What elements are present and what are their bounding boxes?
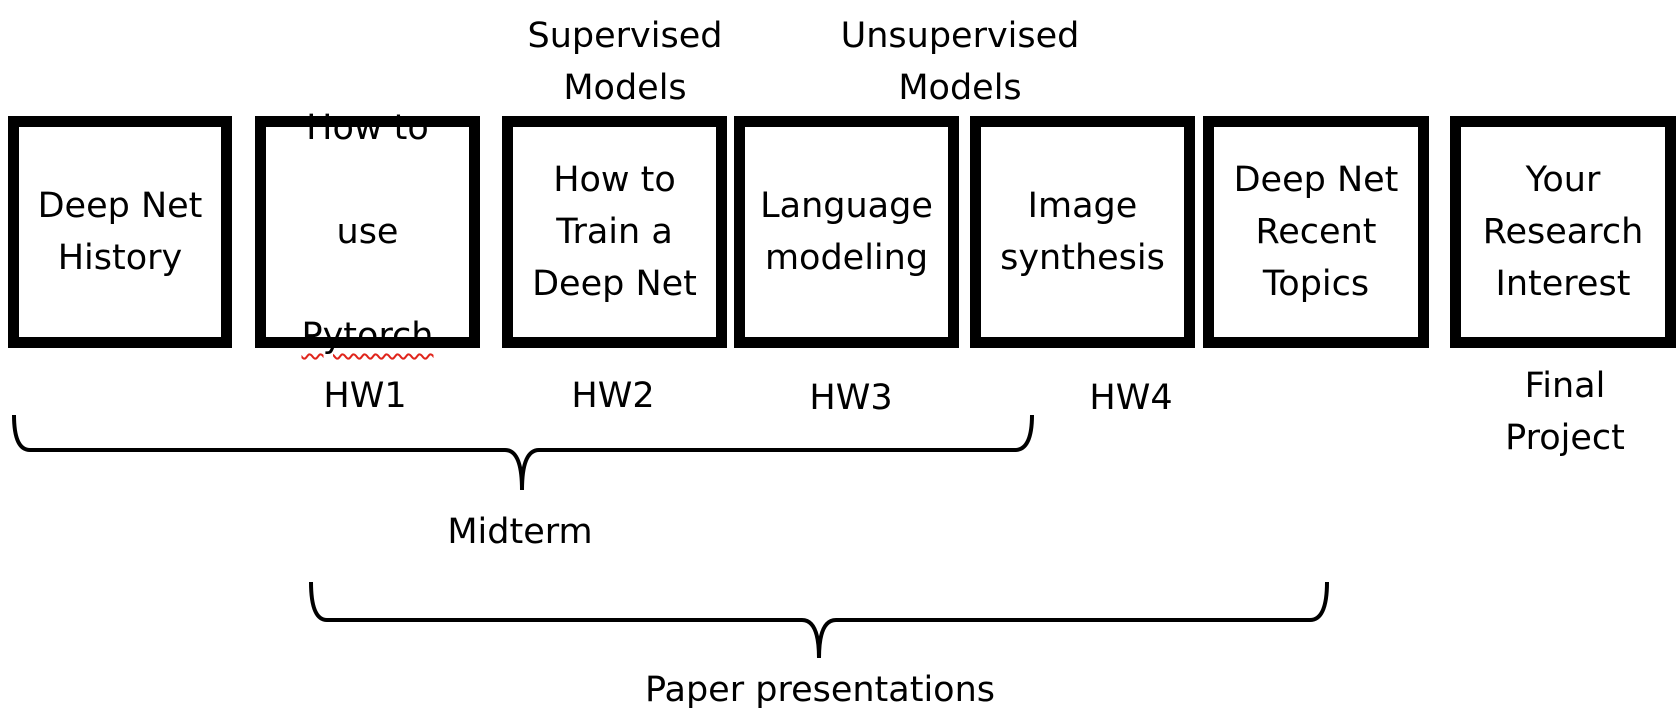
box-how-to-use-pytorch: How to use Pytorch (255, 108, 480, 356)
final-project-label: Final Project (1505, 366, 1625, 458)
box-image-synthesis-text: Image synthesis (1000, 186, 1165, 278)
box-language-modeling: Language modeling (734, 116, 959, 348)
hw1-label: HW1 (323, 376, 407, 416)
box-pytorch-line-1: How to (306, 108, 429, 148)
box-how-to-use-pytorch-text: How to use Pytorch (301, 50, 433, 414)
box-how-to-train-deep-net: How to Train a Deep Net (502, 116, 727, 348)
box-how-to-train-deep-net-text: How to Train a Deep Net (532, 160, 697, 304)
box-pytorch-line-2: use (336, 212, 399, 252)
hw3-label: HW3 (809, 378, 893, 418)
box-deep-net-history-text: Deep Net History (37, 186, 203, 278)
paper-presentations-label: Paper presentations (644, 670, 996, 710)
midterm-label: Midterm (447, 512, 593, 552)
hw2-label: HW2 (571, 376, 655, 416)
box-pytorch-line-3: Pytorch (301, 310, 433, 362)
box-language-modeling-text: Language modeling (760, 186, 933, 278)
box-deep-net-recent-topics-text: Deep Net Recent Topics (1233, 160, 1399, 304)
box-deep-net-recent-topics: Deep Net Recent Topics (1203, 116, 1429, 348)
supervised-models-label: Supervised Models (527, 16, 723, 108)
box-deep-net-history: Deep Net History (8, 116, 232, 348)
paper-presentations-bracket (309, 581, 1329, 659)
box-your-research-interest-text: Your Research Interest (1482, 160, 1644, 304)
midterm-bracket (12, 414, 1034, 491)
pytorch-word: Pytorch (301, 316, 434, 356)
box-image-synthesis: Image synthesis (970, 116, 1195, 348)
hw4-label: HW4 (1089, 378, 1173, 418)
unsupervised-models-label: Unsupervised Models (840, 16, 1080, 108)
box-your-research-interest: Your Research Interest (1450, 116, 1676, 348)
